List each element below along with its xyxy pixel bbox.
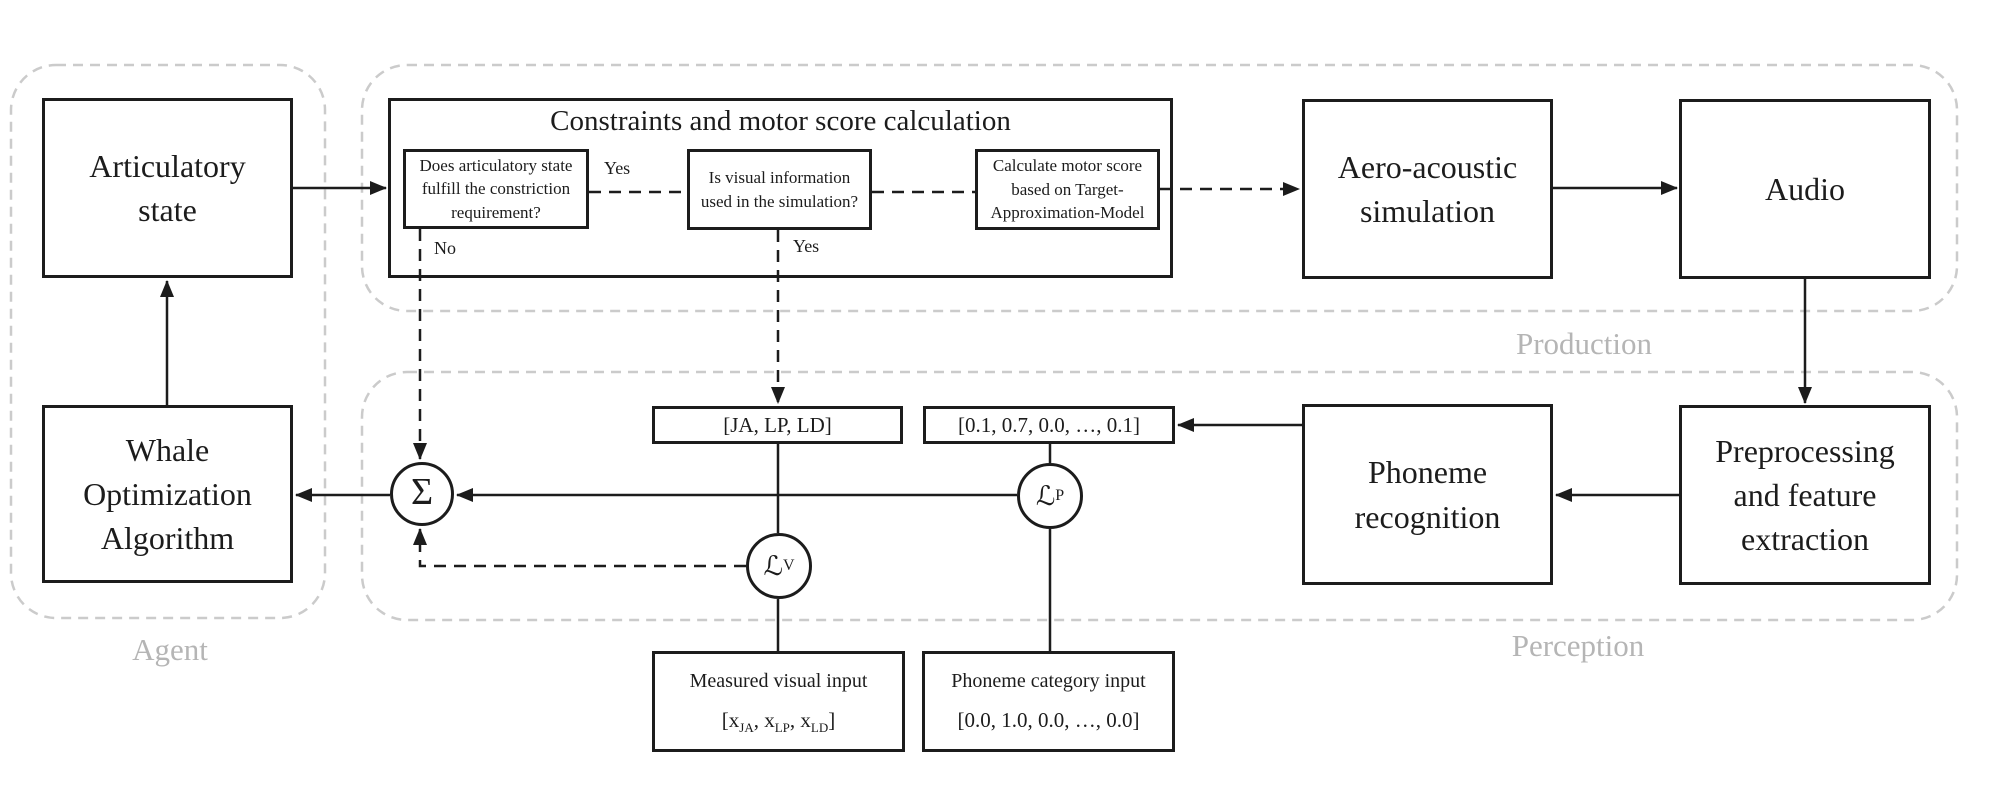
visual-value-mid2: , x [789, 707, 811, 732]
visual-value-close: ] [828, 707, 836, 732]
articulatory-state-label: Articulatory state [89, 147, 246, 228]
motor-params-vector-box: [JA, LP, LD] [652, 406, 903, 444]
phoneme-probs-vector-box: [0.1, 0.7, 0.0, …, 0.1] [923, 406, 1175, 444]
visual-value-open: [x [721, 707, 740, 732]
audio-box: Audio [1679, 99, 1931, 279]
aero-acoustic-box: Aero-acoustic simulation [1302, 99, 1553, 279]
constriction-check-box: Does articulatory state fulfill the cons… [403, 149, 589, 229]
whale-optimization-label: Whale Optimization Algorithm [83, 431, 252, 557]
phoneme-recognition-label: Phoneme recognition [1354, 454, 1501, 535]
sum-symbol: Σ [410, 471, 434, 513]
perception-region-label: Perception [1511, 628, 1645, 663]
visual-loss-symbol: ℒ [763, 550, 783, 582]
visual-value-sub1: JA [739, 719, 754, 735]
production-region-label: Production [1515, 326, 1653, 361]
yes-constriction-label: Yes [604, 158, 631, 178]
agent-region-label: Agent [132, 632, 208, 667]
no-constriction-label: No [434, 238, 456, 258]
phoneme-category-input-box: Phoneme category input [0.0, 1.0, 0.0, …… [922, 651, 1175, 752]
preprocessing-box: Preprocessing and feature extraction [1679, 405, 1931, 585]
measured-visual-input-value: [xJA, xLP, xLD] [721, 707, 836, 735]
motor-params-vector: [JA, LP, LD] [723, 412, 832, 437]
phoneme-probs-vector: [0.1, 0.7, 0.0, …, 0.1] [958, 412, 1140, 437]
phoneme-loss-symbol: ℒ [1035, 480, 1056, 512]
visual-value-sub3: LD [810, 719, 829, 735]
visual-check-box: Is visual information used in the simula… [687, 149, 872, 230]
visual-check-label: Is visual information used in the simula… [700, 168, 859, 211]
phoneme-category-input-title: Phoneme category input [951, 670, 1146, 693]
articulatory-state-box: Articulatory state [42, 98, 293, 278]
aero-acoustic-label: Aero-acoustic simulation [1337, 148, 1518, 229]
yes-visual-label: Yes [793, 236, 820, 256]
whale-optimization-box: Whale Optimization Algorithm [42, 405, 293, 583]
visual-value-mid1: , x [753, 707, 775, 732]
visual-value-sub2: LP [774, 719, 790, 735]
measured-visual-input-title: Measured visual input [689, 670, 868, 693]
audio-label: Audio [1765, 170, 1845, 207]
dashed-arrow-visual-loss-to-sum [413, 528, 746, 568]
phoneme-category-input-value: [0.0, 1.0, 0.0, …, 0.0] [957, 707, 1140, 732]
preprocessing-label: Preprocessing and feature extraction [1715, 432, 1895, 558]
constraints-title: Constraints and motor score calculation [550, 105, 1011, 137]
motor-score-label: Calculate motor score based on Target- A… [990, 156, 1145, 223]
constriction-check-label: Does articulatory state fulfill the cons… [419, 155, 573, 222]
measured-visual-input-box: Measured visual input [xJA, xLP, xLD] [652, 651, 905, 752]
sum-node: Σ [390, 462, 454, 526]
motor-score-box: Calculate motor score based on Target- A… [975, 149, 1160, 230]
phoneme-recognition-box: Phoneme recognition [1302, 404, 1553, 585]
